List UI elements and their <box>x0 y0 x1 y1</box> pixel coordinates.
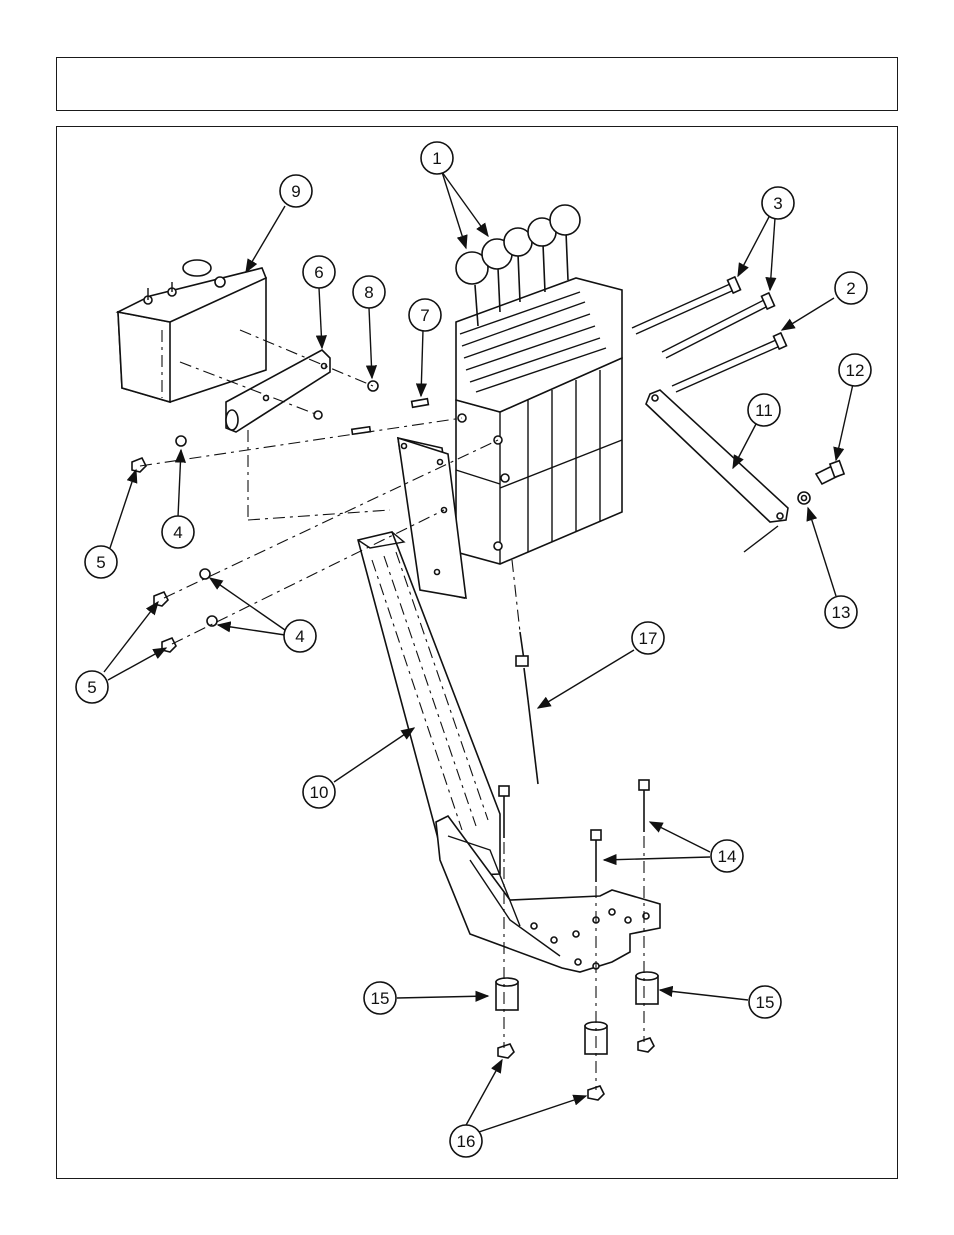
callout-13-label: 13 <box>832 603 851 622</box>
callout-10: 10 <box>303 776 335 808</box>
long-bolts <box>632 277 787 392</box>
callout-9-label: 9 <box>291 182 300 201</box>
callout-5a-label: 5 <box>96 553 105 572</box>
callout-6: 6 <box>303 256 335 288</box>
callout-16-label: 16 <box>457 1132 476 1151</box>
callout-15b-label: 15 <box>756 993 775 1012</box>
callout-15a-label: 15 <box>371 989 390 1008</box>
callout-13: 13 <box>825 596 857 628</box>
control-box <box>118 260 266 402</box>
callout-1-label: 1 <box>432 149 441 168</box>
callout-12-label: 12 <box>846 361 865 380</box>
valve-assembly <box>456 205 622 564</box>
callout-11: 11 <box>748 394 780 426</box>
callout-8: 8 <box>353 276 385 308</box>
callout-8-label: 8 <box>364 283 373 302</box>
callout-7-label: 7 <box>420 306 429 325</box>
callout-6-label: 6 <box>314 263 323 282</box>
callout-15a: 15 <box>364 982 396 1014</box>
callout-12: 12 <box>839 354 871 386</box>
callout-4b: 4 <box>284 620 316 652</box>
callout-5b-label: 5 <box>87 678 96 697</box>
callout-11-label: 11 <box>755 401 773 420</box>
callout-4a: 4 <box>162 516 194 548</box>
callout-14-label: 14 <box>718 847 737 866</box>
callout-3-label: 3 <box>773 194 782 213</box>
pedestal-post <box>358 532 660 972</box>
callout-14: 14 <box>711 840 743 872</box>
callout-3: 3 <box>762 187 794 219</box>
callout-4b-label: 4 <box>295 627 304 646</box>
callout-9: 9 <box>280 175 312 207</box>
callout-7: 7 <box>409 299 441 331</box>
callout-4a-label: 4 <box>173 523 182 542</box>
callout-5a: 5 <box>85 546 117 578</box>
callout-10-label: 10 <box>310 783 329 802</box>
callout-5b: 5 <box>76 671 108 703</box>
cable <box>516 632 538 784</box>
callout-2-label: 2 <box>846 279 855 298</box>
callout-2: 2 <box>835 272 867 304</box>
callout-1: 1 <box>421 142 453 174</box>
callout-16: 16 <box>450 1125 482 1157</box>
callout-17-label: 17 <box>639 629 658 648</box>
callout-15b: 15 <box>749 986 781 1018</box>
callout-17: 17 <box>632 622 664 654</box>
